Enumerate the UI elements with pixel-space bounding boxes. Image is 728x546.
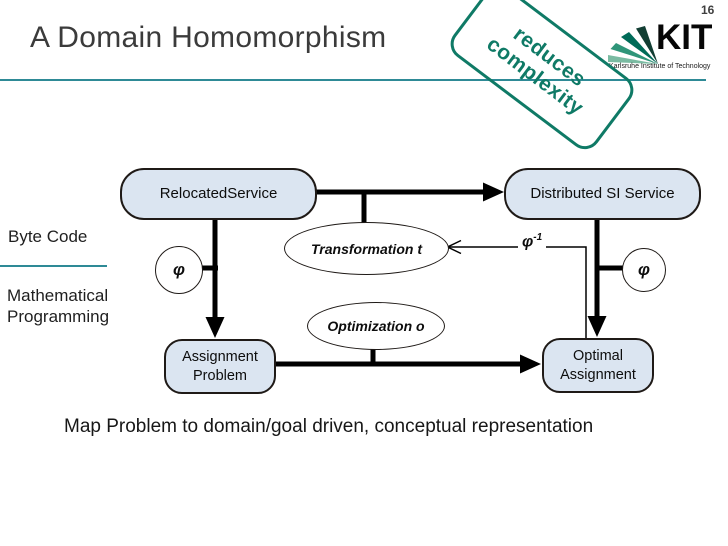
node-assignment-problem: Assignment Problem — [164, 339, 276, 394]
ellipse-transformation: Transformation t — [284, 222, 449, 275]
side-divider — [0, 265, 107, 267]
slide-number: 16 — [701, 3, 715, 17]
phi-circle-left: φ — [155, 246, 203, 294]
arrow-phi-inverse-to-transformation — [445, 239, 587, 340]
footer-note: Map Problem to domain/goal driven, conce… — [64, 416, 594, 437]
label-byte-code: Byte Code — [8, 227, 88, 246]
node-distributed-si-service: Distributed SI Service — [504, 168, 701, 220]
phi-circle-right: φ — [622, 248, 666, 292]
title-divider — [0, 79, 706, 81]
kit-fan-icon — [608, 26, 658, 64]
phi-inverse-label: φ-1 — [518, 232, 547, 252]
kit-logo-subtitle: Karlsruhe Institute of Technology — [609, 63, 711, 70]
label-mathematical-programming: Mathematical Programming — [7, 286, 110, 326]
kit-logo-text: KIT — [656, 18, 713, 57]
arrow-relocated-to-distributed — [312, 182, 504, 202]
kit-logo: KIT Karlsruhe Institute of Technology — [606, 18, 724, 74]
arrow-assignment-to-optimal — [271, 354, 541, 374]
node-optimal-assignment: Optimal Assignment — [542, 338, 654, 393]
phi-inverse-base: φ — [522, 233, 534, 251]
ellipse-optimization: Optimization o — [307, 302, 445, 350]
node-relocated-service: RelocatedService — [120, 168, 317, 220]
phi-inverse-sup: -1 — [533, 232, 543, 243]
arrow-distributed-to-optimal — [587, 214, 607, 337]
slide-title: A Domain Homomorphism — [30, 21, 387, 54]
arrow-relocated-to-assignment — [205, 214, 225, 338]
